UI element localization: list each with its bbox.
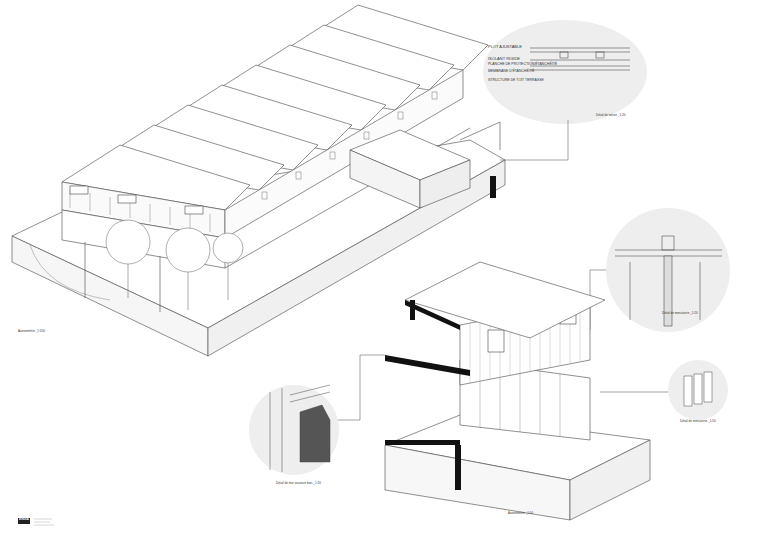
drawing-label: Détail de mur ossature bois _1:20 — [276, 482, 321, 485]
logo-text: ENSA — [19, 518, 29, 522]
drawing-label: ISOLANT RIGIDE — [488, 57, 520, 61]
drawing-label: PLOT AJUSTABLE — [488, 45, 522, 49]
drawing-label: Détail de menuiserie _1:20 — [662, 312, 698, 315]
drawing-label: Détail de menuiserie _1:50 — [680, 420, 716, 423]
drawing-label: STRUCTURE DE TOIT TERRASSE — [488, 79, 544, 83]
drawing-label: Axonométrie _1:200 — [18, 330, 45, 333]
drawing-label: Axonométrie _1:50 — [508, 512, 533, 515]
drawing-label: MEMBRANE D'ÉTANCHÉITÉ — [488, 70, 534, 74]
drawing-label: Détail de toiture _1:20 — [596, 114, 625, 117]
drawing-label: PLANCHE DE PROTECTION/ÉTANCHÉITÉ — [488, 63, 557, 67]
